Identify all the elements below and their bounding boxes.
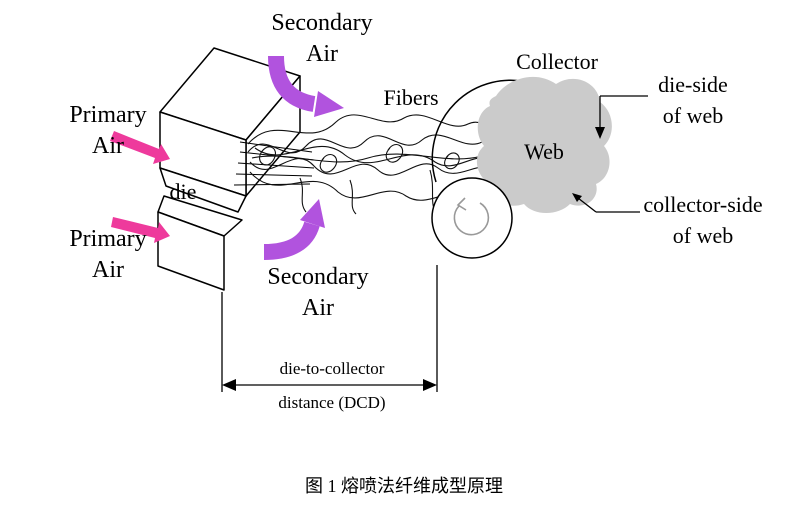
- label-web: Web: [524, 139, 564, 164]
- primary-air-arrows: [110, 131, 170, 243]
- label-primary-air-top: Primary Air: [56, 100, 160, 162]
- label-primary-air-bottom: Primary Air: [56, 224, 160, 286]
- label-secondary-air-top: Secondary Air: [252, 8, 392, 70]
- roller-rotation-arrow: [453, 202, 490, 236]
- collector-arc: [431, 79, 535, 183]
- dcd-arrowhead-left: [222, 379, 236, 391]
- label-collector-side: collector-side of web: [608, 190, 798, 252]
- dcd-dimension: [221, 265, 438, 392]
- label-die-side-line1: die-side: [658, 72, 728, 97]
- label-primary-air-bottom-line1: Primary: [69, 226, 147, 252]
- label-primary-air-bottom-line2: Air: [92, 257, 124, 284]
- roller-rotation-arrowhead: [456, 197, 467, 211]
- web-shape: [476, 76, 612, 213]
- label-die: die: [169, 179, 197, 204]
- label-dcd-line2: distance (DCD): [278, 393, 386, 412]
- label-secondary-air-top-line1: Secondary: [271, 10, 373, 36]
- label-collector: Collector: [516, 49, 598, 74]
- die-lower-front-face: [157, 211, 225, 291]
- label-primary-air-top-line1: Primary: [69, 102, 147, 128]
- die-side-pointer: [595, 95, 648, 139]
- label-secondary-air-bottom: Secondary Air: [248, 262, 388, 324]
- die-upper-lip: [159, 167, 247, 213]
- label-collector-side-line2: of web: [672, 222, 734, 248]
- label-die-side-line2: of web: [662, 102, 724, 128]
- label-secondary-air-bottom-line2: Air: [302, 295, 334, 322]
- label-primary-air-top-line2: Air: [92, 133, 124, 160]
- secondary-air-arrows: [263, 55, 344, 260]
- collector-side-pointer: [572, 193, 640, 213]
- figure-caption: 图 1 熔喷法纤维成型原理: [305, 476, 503, 496]
- label-secondary-air-bottom-line1: Secondary: [267, 264, 369, 290]
- primary-air-arrow-top: [110, 131, 170, 164]
- secondary-air-arrow-top-shaft: [268, 55, 316, 112]
- secondary-air-arrow-top-head: [314, 91, 344, 117]
- label-secondary-air-top-line2: Air: [306, 41, 338, 68]
- dcd-arrowhead-right: [423, 379, 437, 391]
- primary-air-arrow-bottom: [111, 217, 170, 243]
- label-die-side: die-side of web: [618, 70, 768, 132]
- die-assembly: [157, 47, 301, 291]
- label-dcd-line1: die-to-collector: [279, 359, 385, 378]
- collector-roller: [431, 177, 513, 259]
- secondary-air-arrow-bottom-head: [300, 199, 325, 228]
- secondary-air-arrow-bottom-shaft: [263, 221, 320, 260]
- label-fibers: Fibers: [383, 85, 439, 110]
- label-collector-side-line1: collector-side: [643, 192, 763, 217]
